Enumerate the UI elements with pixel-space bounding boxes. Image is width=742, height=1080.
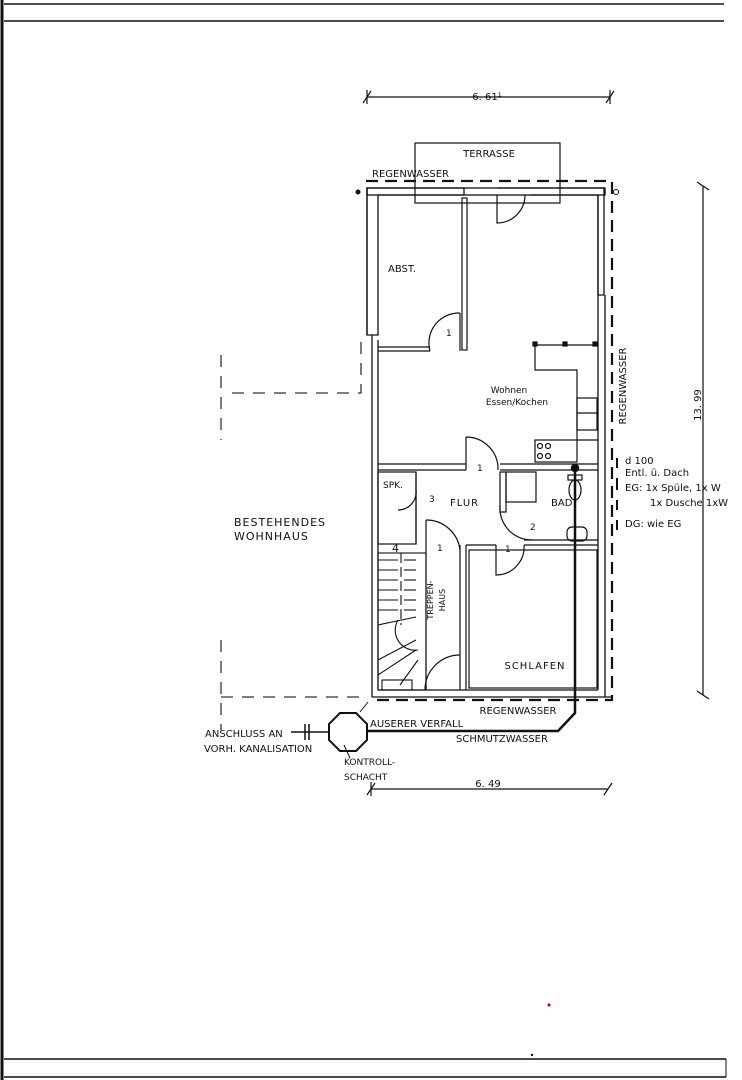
note-dg: DG: wie EG [625,519,681,530]
rainwater-dashed-line [366,179,614,702]
room-label-spk: SPK. [383,481,403,491]
terrace-outline [414,142,561,204]
stair-marker: 4 [392,542,399,555]
rainwater-label-right: REGENWASSER [618,347,629,424]
room-label-schlafen: SCHLAFEN [504,661,565,672]
connection-label-2: VORH. KANALISATION [204,744,312,755]
rainwater-label-top: REGENWASSER [372,169,449,180]
room-label-treppen: TREPPEN- [426,580,435,620]
corner-marker [613,189,619,195]
stray-mark [530,1053,534,1057]
stray-mark [547,1003,551,1007]
manhole-label-1: KONTROLL- [344,758,395,768]
door-number: 3 [429,495,435,505]
sewage-pipe [367,463,580,733]
staircase [377,552,427,691]
existing-house-label-2: WOHNHAUS [234,530,309,543]
room-label-essen-kochen: Essen/Kochen [486,398,548,408]
top-dimension-label: 6. 61¹ [472,92,501,103]
door-number: 1 [437,544,443,554]
room-label-abst: ABST. [388,264,416,275]
room-label-flur: FLUR [450,498,479,509]
bottom-dimension-label: 6. 49 [475,779,500,790]
outer-fall-label: AUSERER VERFALL [370,719,464,730]
right-dimension-label: 13. 99 [693,389,704,421]
room-label-terrasse: TERRASSE [462,149,515,160]
door-swings [397,194,533,691]
room-label-bad: BAD [551,498,573,509]
bottom-dimension-line [366,782,613,796]
note-eg-2: 1x Dusche 1xW [650,498,728,509]
page-frame [0,0,727,1080]
room-label-haus: HAUS [438,589,447,611]
room-label-wohnen: Wohnen [491,386,528,396]
door-number: 1 [446,329,452,339]
top-dimension-line [362,90,615,104]
sewage-label: SCHMUTZWASSER [456,734,548,745]
corner-marker [355,189,361,195]
existing-house-label-1: BESTEHENDES [234,516,326,529]
rainwater-label-bottom: REGENWASSER [480,706,557,717]
right-dimension-line [696,181,710,700]
door-number: 1 [477,464,483,474]
existing-house-outline [220,335,362,730]
note-drain: Entl. ü. Dach [625,468,689,479]
note-eg-1: EG: 1x Spüle, 1x W [625,483,721,494]
note-pipe: d 100 [625,456,654,467]
connection-label-1: ANSCHLUSS AN [205,729,283,740]
manhole-label-2: SCHACHT [344,773,388,783]
door-number: 1 [505,545,511,555]
manhole-icon [291,701,369,759]
door-number: 2 [530,523,536,533]
